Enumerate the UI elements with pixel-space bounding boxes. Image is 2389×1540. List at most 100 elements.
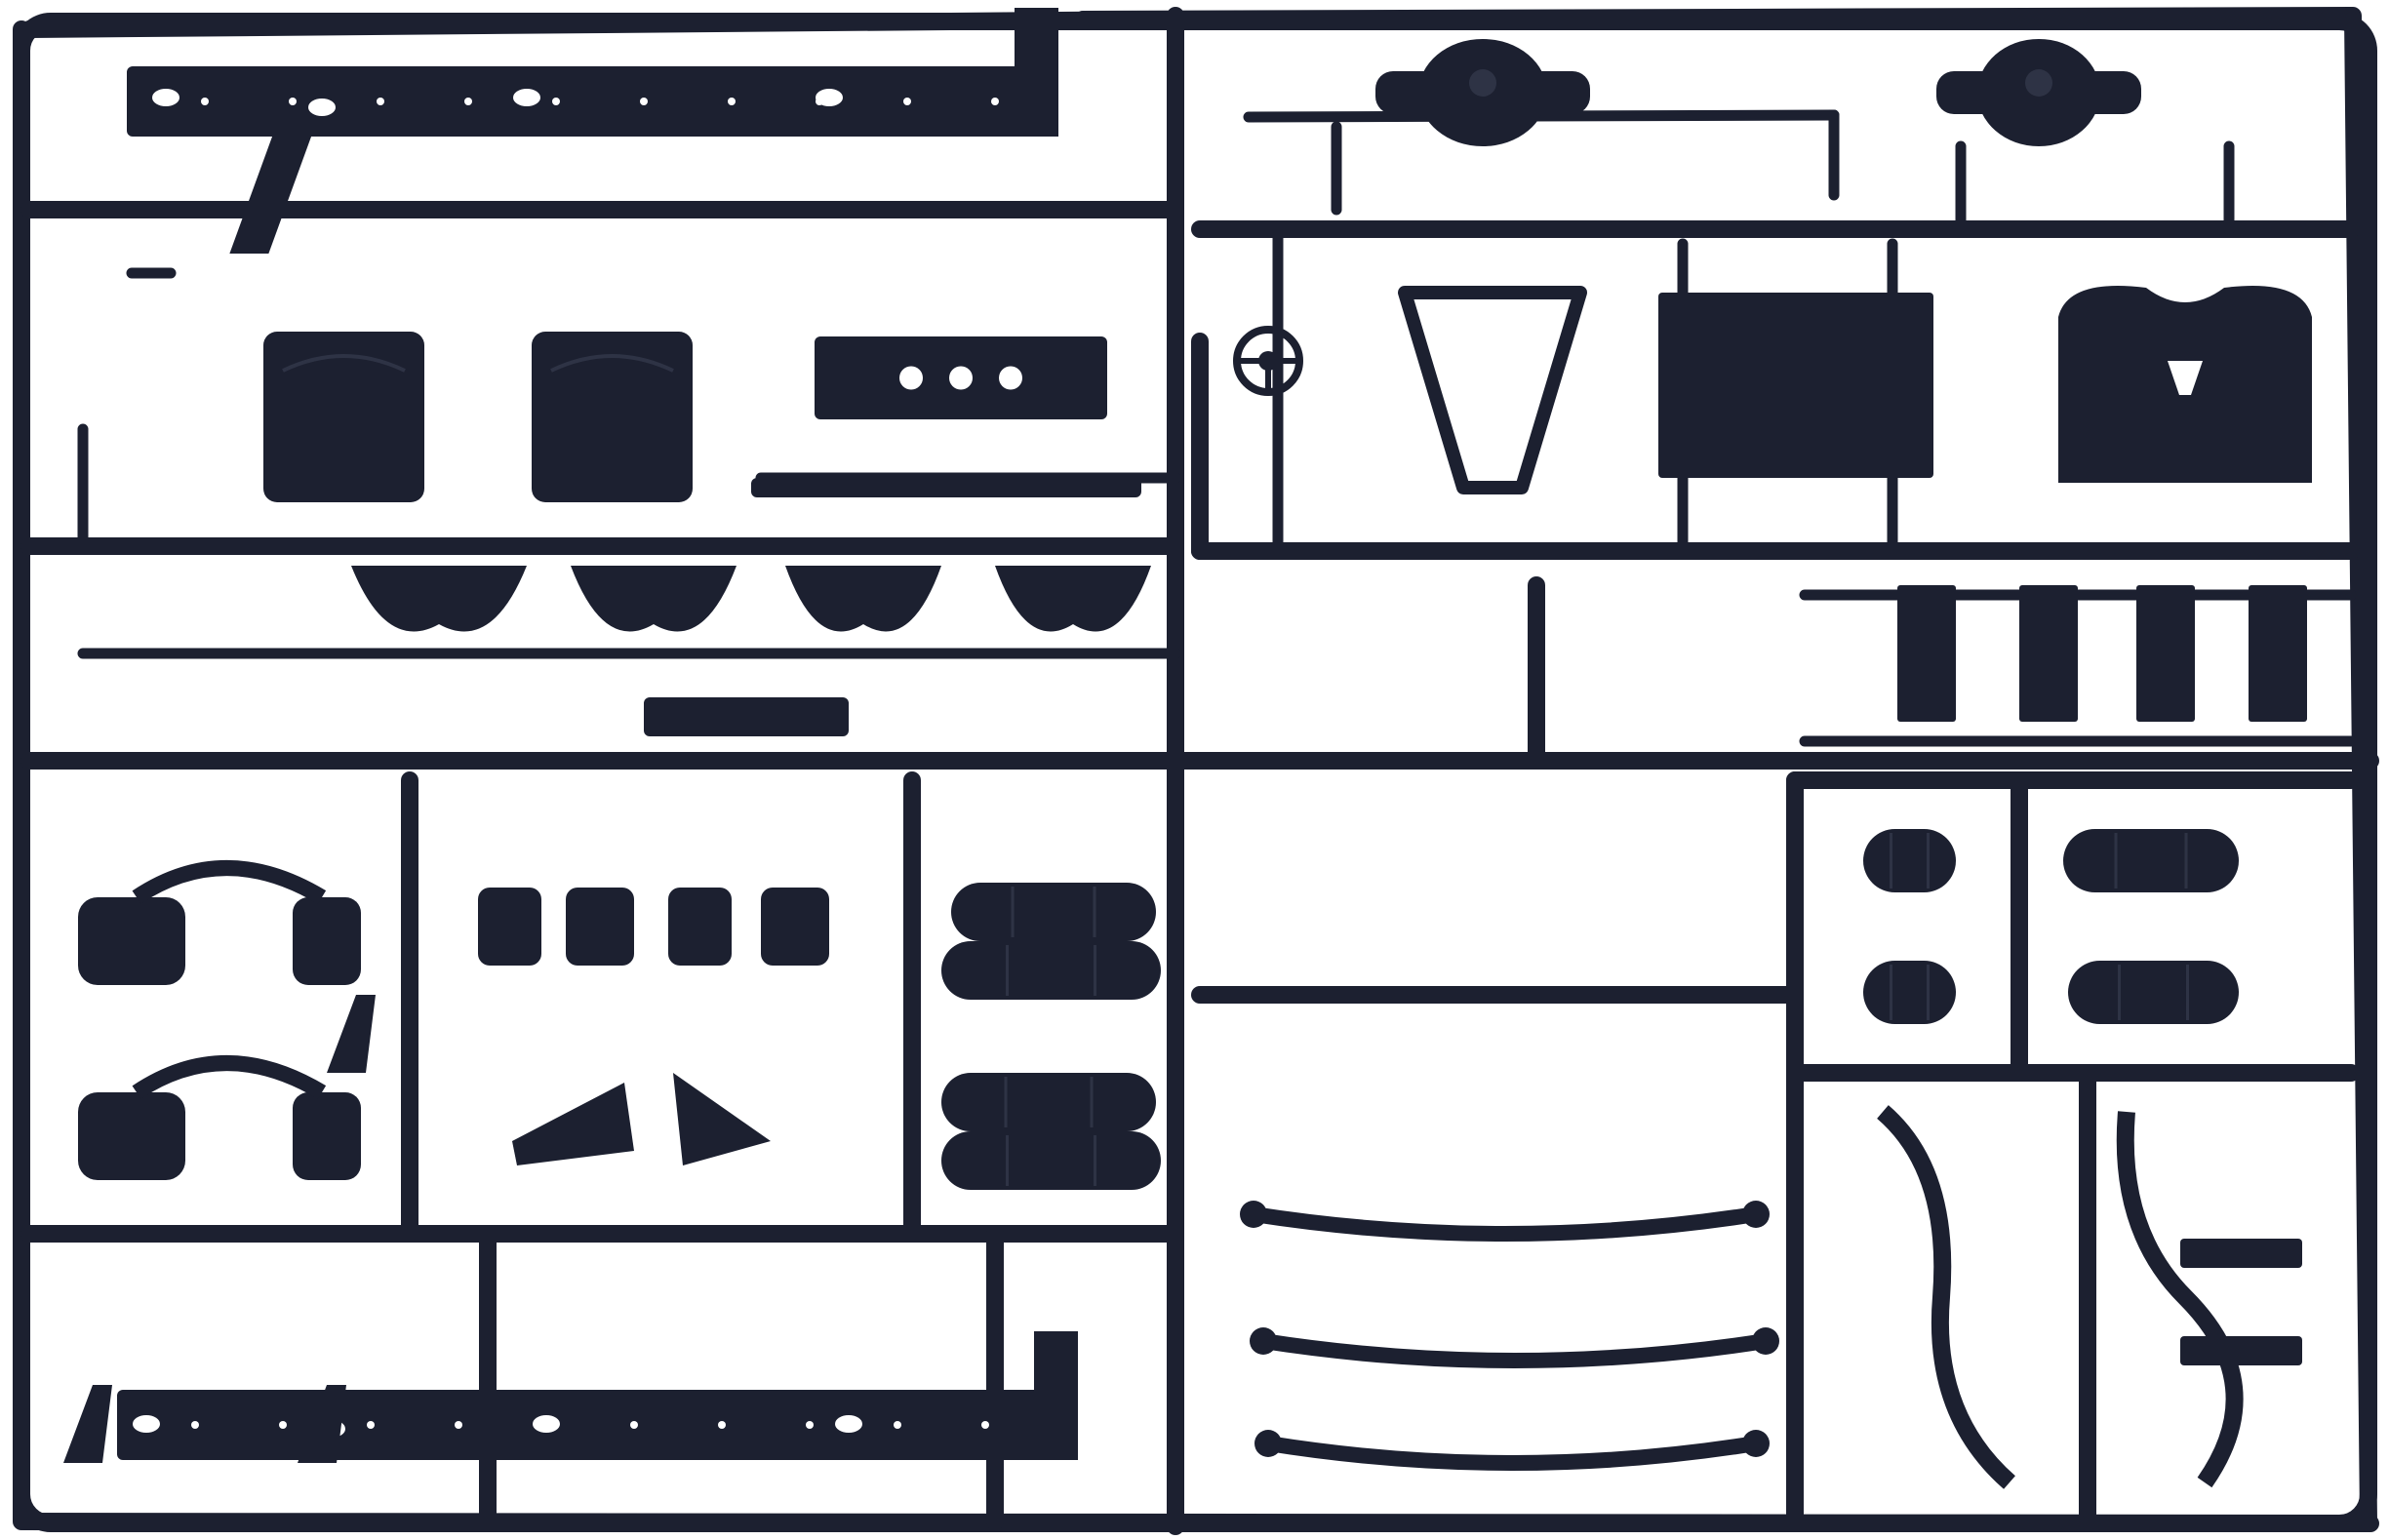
- rivet-hole: [279, 1421, 287, 1429]
- air-bellow: [668, 888, 732, 966]
- rivet-hole: [367, 1421, 375, 1429]
- fuel-tank-left: [263, 332, 424, 502]
- air-tank: [941, 1131, 1161, 1190]
- upper-chassis-rail: [127, 8, 1058, 254]
- crossmember-hole: [899, 366, 923, 390]
- mount-right: [293, 1092, 361, 1180]
- crossmember: [751, 478, 1141, 497]
- crossmember-body: [644, 697, 849, 736]
- mount-beam: [132, 1055, 327, 1099]
- diff-cover: [2025, 69, 2052, 97]
- rivet-hole: [289, 98, 297, 105]
- air-tank-body: [1863, 829, 1956, 892]
- rivet-hole: [552, 98, 560, 105]
- gate-runner: [1243, 109, 1840, 123]
- spring-eye: [1254, 1430, 1282, 1457]
- fuel-tank-strap: [550, 354, 674, 373]
- rivet-hole: [455, 1421, 462, 1429]
- rail-hole: [152, 89, 179, 106]
- rear-axle-housing: [1936, 39, 2141, 146]
- fuel-tank-strap: [282, 354, 406, 373]
- rivet-hole: [464, 98, 472, 105]
- air-tank: [2068, 961, 2239, 1024]
- mudflap: [2136, 585, 2195, 722]
- spring-eye: [1742, 1430, 1770, 1457]
- crossmember-hole: [949, 366, 973, 390]
- chassis-rail-brace: [229, 137, 312, 254]
- air-bellow: [566, 888, 634, 966]
- rivet-hole: [718, 1421, 726, 1429]
- fuel-tank-body: [532, 332, 693, 502]
- rivet-hole: [377, 98, 384, 105]
- air-tank: [941, 941, 1161, 1000]
- chassis-rail-body: [127, 66, 1054, 137]
- rivet-hole: [903, 98, 911, 105]
- air-tank-body: [1863, 961, 1956, 1024]
- air-tank-body: [2063, 829, 2239, 892]
- diff-cover: [1469, 69, 1496, 97]
- leaf-spring: [1254, 1430, 1770, 1471]
- battery-box: [1658, 293, 1933, 478]
- air-tank-body: [2068, 961, 2239, 1024]
- sprue-parts: [63, 8, 2312, 1489]
- rail-hole: [133, 1415, 160, 1433]
- mudflap: [2019, 585, 2078, 722]
- rivet-hole: [816, 98, 823, 105]
- frame-extension-right: [2116, 1111, 2244, 1488]
- mount-left: [78, 897, 185, 985]
- runner: [1074, 7, 2360, 28]
- spring-eye: [1752, 1327, 1779, 1355]
- spring-eye: [1240, 1201, 1267, 1228]
- spring-bracket: [571, 566, 737, 632]
- rivet-hole: [201, 98, 209, 105]
- mount-beam: [132, 860, 327, 904]
- mudflap: [1897, 585, 1956, 722]
- spring-leaf: [1255, 1333, 1773, 1368]
- frame-extension-left: [1877, 1105, 2015, 1489]
- spring-bracket: [351, 566, 527, 632]
- front-axle-housing: [1375, 39, 1590, 146]
- leaf-spring: [1240, 1201, 1770, 1242]
- rivet-hole: [894, 1421, 901, 1429]
- rivet-hole: [542, 1421, 550, 1429]
- runner: [15, 1513, 2379, 1532]
- crossmember: [815, 336, 1107, 419]
- lower-chassis-rail: [117, 1331, 1078, 1460]
- air-tank: [941, 1073, 1156, 1131]
- sprue-runners: [13, 7, 2379, 1535]
- crossmember-body: [751, 478, 1141, 497]
- air-tank-body: [951, 883, 1156, 941]
- rivet-hole: [728, 98, 736, 105]
- rail-hole: [513, 89, 540, 106]
- fuel-tank-body: [263, 332, 424, 502]
- spring-hanger: [298, 1385, 346, 1463]
- spring-leaf: [1246, 1206, 1764, 1242]
- fuel-tank-right: [532, 332, 693, 502]
- step-plate: [2180, 1336, 2302, 1365]
- rail-hole: [308, 99, 336, 116]
- rivet-hole: [191, 1421, 199, 1429]
- rail-hole: [835, 1415, 862, 1433]
- rivet-hole: [806, 1421, 814, 1429]
- rivet-hole: [991, 98, 999, 105]
- air-tank: [951, 883, 1156, 941]
- rivet-hole: [630, 1421, 638, 1429]
- kingpin-slot: [2168, 361, 2203, 395]
- air-tank-body: [941, 1131, 1161, 1190]
- wishbone-right: [673, 1073, 771, 1165]
- mount-left: [78, 1092, 185, 1180]
- air-bellow: [478, 888, 541, 966]
- step-plate: [2180, 1239, 2302, 1268]
- chassis-rail-end: [1015, 8, 1058, 137]
- chassis-rail-body: [117, 1390, 1073, 1460]
- spring-eye: [1250, 1327, 1277, 1355]
- spring-hanger: [63, 1385, 112, 1463]
- air-tank: [2063, 829, 2239, 892]
- mount-right: [293, 897, 361, 985]
- leaf-spring: [1250, 1327, 1779, 1368]
- steering-wheel: [1233, 326, 1303, 396]
- crossmember: [644, 697, 849, 736]
- fifth-wheel-plate: [2058, 286, 2312, 483]
